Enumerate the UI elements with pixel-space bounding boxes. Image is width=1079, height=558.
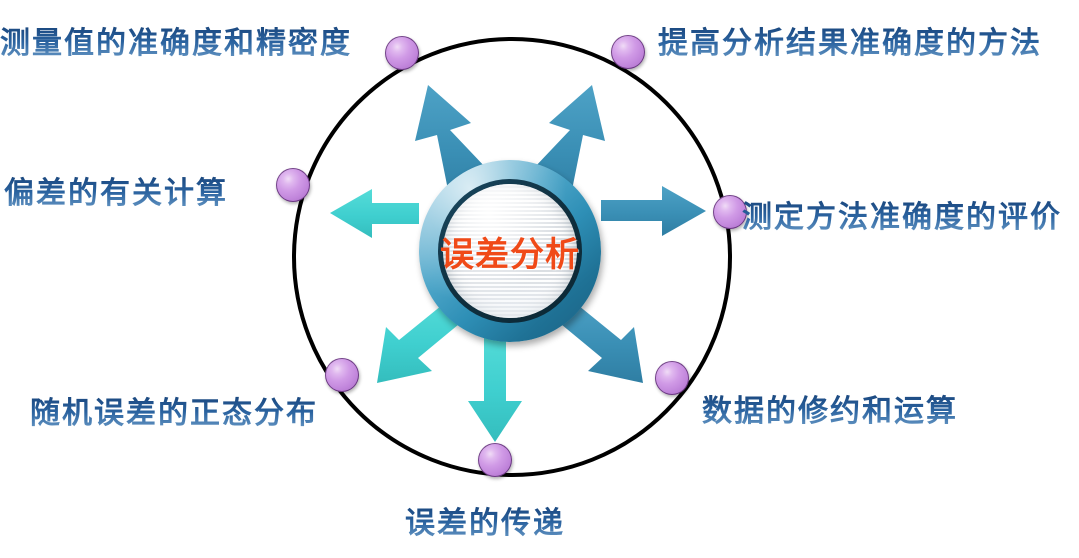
branch-label-left: 偏差的有关计算 <box>4 168 228 212</box>
arrow-bottom-right <box>550 297 643 383</box>
arrow-bottom-left <box>377 297 470 383</box>
branch-label-right: 测定方法准确度的评价 <box>742 192 1062 236</box>
orbit-node-top-left[interactable] <box>385 36 419 70</box>
center-face-gloss <box>443 184 577 318</box>
branch-label-bottom-right: 数据的修约和运算 <box>702 386 958 430</box>
center-emblem: 误差分析 <box>419 160 601 342</box>
branch-label-top-right: 提高分析结果准确度的方法 <box>658 18 1042 62</box>
arrow-left <box>330 189 419 238</box>
orbit-circle <box>292 37 732 477</box>
center-face <box>443 184 577 318</box>
orbit-node-left[interactable] <box>276 168 310 202</box>
arrow-right <box>601 186 706 236</box>
branch-label-bottom-left: 随机误差的正态分布 <box>30 388 318 432</box>
orbit-node-top-right[interactable] <box>611 35 645 69</box>
branch-label-top-left: 测量值的准确度和精密度 <box>0 18 352 62</box>
orbit-node-bottom[interactable] <box>478 443 512 477</box>
branch-label-bottom: 误差的传递 <box>405 498 565 542</box>
orbit-node-bottom-left[interactable] <box>325 358 359 392</box>
arrow-bottom <box>468 330 522 442</box>
orbit-node-right[interactable] <box>713 195 747 229</box>
center-label: 误差分析 <box>440 234 580 275</box>
orbit-node-bottom-right[interactable] <box>655 361 689 395</box>
